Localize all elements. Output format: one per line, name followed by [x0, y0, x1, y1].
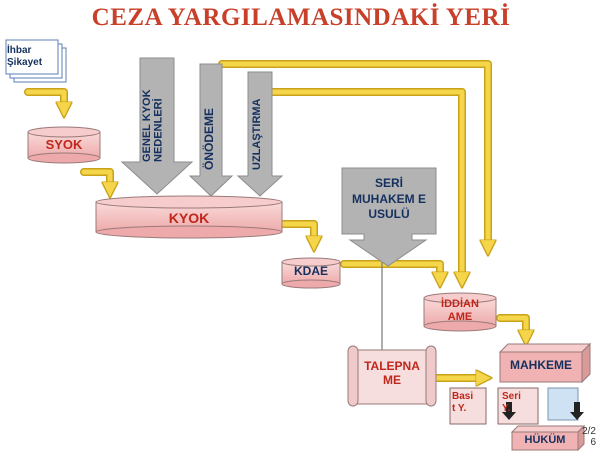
ihbar-label: İhbar Şikayet — [7, 45, 43, 68]
connector-syok-kyok — [80, 168, 114, 194]
iddianame-cylinder — [423, 292, 497, 332]
hukum-label: HÜKÜM — [524, 434, 566, 446]
talepname-label: TALEPNA ME — [364, 359, 420, 387]
onodeme-label: ÖNÖDEME — [202, 107, 216, 170]
genel-kyok-arrow — [120, 57, 194, 195]
hukum-box — [510, 424, 586, 452]
kdae-cylinder — [281, 257, 341, 289]
seri-muhakeme-label: SERİ MUHAKEM E USULÜ — [352, 176, 426, 222]
seri-muhakeme-arrow — [341, 167, 437, 267]
mahkeme-label: MAHKEME — [510, 358, 572, 372]
syok-label: SYOK — [45, 137, 83, 152]
page-title: CEZA YARGILAMASINDAKİ YERİ — [91, 4, 511, 31]
ihbar-document-icon — [5, 39, 67, 83]
mahkeme-box — [498, 342, 592, 384]
blank-box — [547, 387, 579, 421]
onodeme-arrow — [188, 63, 234, 197]
page-number: 2/2 6 — [582, 426, 596, 448]
connector-iddianame-mahkeme — [496, 314, 530, 342]
seri-y-label: Seri Y. — [502, 391, 521, 414]
down-arrow-right-icon — [570, 402, 584, 420]
down-arrow-left-icon — [502, 402, 516, 420]
syok-cylinder — [27, 126, 101, 164]
basit-label: Basi t Y. — [452, 391, 474, 414]
basit-box — [449, 387, 487, 425]
genel-kyok-label: GENEL KYOK NEDENLERİ — [141, 89, 165, 162]
talepname-scroll — [347, 345, 437, 407]
uzlastirma-arrow — [236, 71, 284, 197]
connector-kyok-kdae — [280, 220, 318, 248]
iddianame-label: İDDİAN AME — [441, 298, 479, 323]
kyok-label: KYOK — [168, 210, 210, 226]
kyok-cylinder — [95, 195, 283, 239]
uzlastirma-label: UZLAŞTIRMA — [251, 98, 263, 171]
connector-ihbar-syok — [24, 88, 68, 114]
kdae-label: KDAE — [293, 264, 328, 278]
seri-y-box — [497, 387, 539, 425]
